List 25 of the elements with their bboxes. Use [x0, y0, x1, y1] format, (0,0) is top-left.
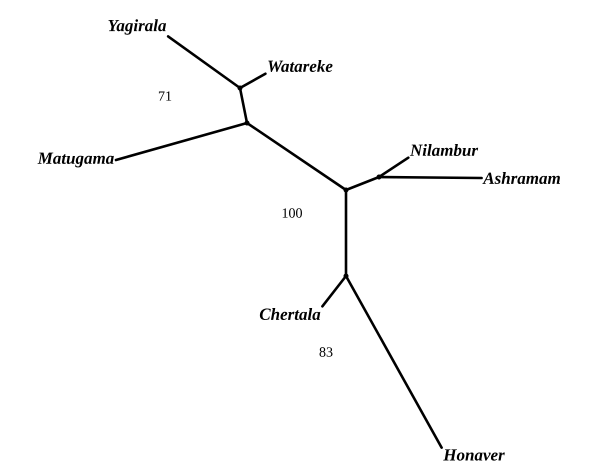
- branch-junction: [238, 86, 242, 90]
- taxon-label: Watareke: [268, 60, 333, 72]
- tree-branch: [246, 122, 348, 192]
- branch-junction: [244, 120, 250, 126]
- branch-junction: [344, 188, 348, 192]
- taxon-label: Ashramam: [482, 172, 560, 184]
- bootstrap-value: 83: [320, 347, 332, 357]
- taxon-label: Chertala: [260, 308, 320, 320]
- tree-branch: [238, 72, 267, 90]
- tree-branch: [114, 122, 248, 162]
- branch-junction: [344, 274, 348, 278]
- taxon-label: Yagirala: [108, 19, 166, 35]
- bootstrap-value: 71: [158, 91, 172, 101]
- taxon-label: Nilambur: [410, 144, 478, 156]
- branch-junction: [376, 174, 382, 180]
- tree-branch: [344, 274, 443, 449]
- tree-branch: [321, 274, 348, 308]
- taxon-label: Honaver: [443, 449, 505, 461]
- tree-branch: [238, 86, 248, 124]
- tree-branch: [344, 188, 348, 278]
- tree-branch: [378, 156, 410, 178]
- tree-branch: [344, 176, 380, 192]
- taxon-label: Matugama: [38, 152, 114, 168]
- tree-branch: [166, 35, 242, 90]
- bootstrap-value: 100: [282, 208, 302, 218]
